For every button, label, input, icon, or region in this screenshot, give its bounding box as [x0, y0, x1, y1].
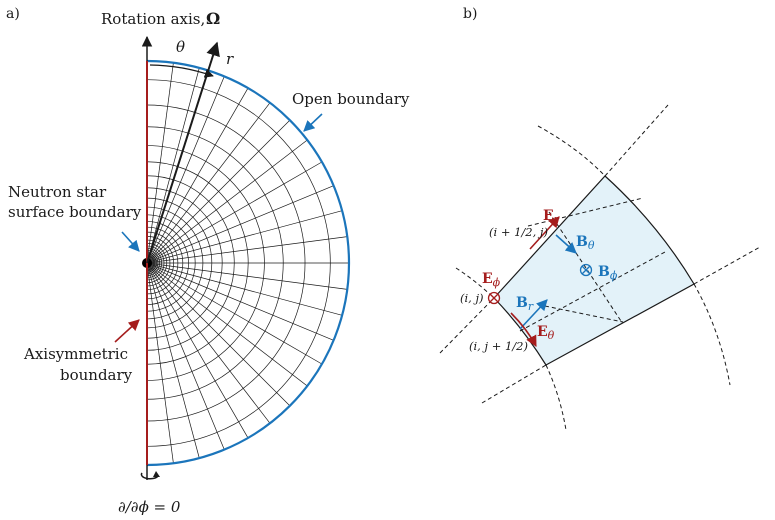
cross-circle-icon	[579, 263, 593, 277]
polar-grid	[146, 62, 349, 464]
open-boundary-arc	[146, 59, 351, 467]
panel-b-label: b)	[463, 6, 477, 22]
grid-radial-line	[146, 76, 225, 264]
er-arrow	[529, 216, 560, 250]
ephi-cross-circle-icon	[487, 291, 501, 305]
symmetry-equation: ∂/∂ϕ = 0	[118, 498, 181, 516]
grid-radial-line	[146, 262, 348, 290]
yee-cell	[493, 175, 695, 366]
grid-radial-line	[146, 262, 334, 341]
index-ihalf-j: (i + 1/2, j)	[489, 225, 548, 239]
grid-radial-line	[146, 262, 225, 450]
ns-boundary-label-line1: Neutron star	[8, 183, 107, 201]
dashed-grid-lines	[439, 104, 761, 431]
theta-label: θ	[176, 38, 185, 56]
br-label: Br	[516, 295, 534, 313]
grid-radial-line	[146, 262, 249, 439]
grid-radial-line	[146, 262, 323, 365]
btheta-label: Bθ	[576, 234, 595, 252]
grid-radial-line	[146, 262, 200, 459]
index-i-jhalf: (i, j + 1/2)	[469, 339, 528, 353]
er-label: Er	[543, 208, 560, 226]
panel-a-label: a)	[6, 6, 20, 22]
grid-radial-line	[146, 139, 308, 264]
grid-radial-line	[146, 210, 343, 264]
grid-radial-line	[146, 161, 323, 264]
btheta-arrow	[555, 234, 577, 254]
grid-radial-line	[146, 262, 308, 387]
etheta-arrow	[510, 312, 537, 347]
grid-radial-line	[146, 236, 348, 264]
grid-radial-line	[146, 262, 271, 424]
panel-a: a) Rotation axis, Ω θ r Open boundary Ne…	[6, 6, 410, 516]
ns-boundary-label-line2: surface boundary	[8, 203, 142, 221]
bphi-label: Bϕ	[598, 264, 618, 282]
grid-radial-line	[146, 262, 343, 316]
grid-radial-line	[146, 87, 249, 264]
omega-symbol: Ω	[206, 9, 220, 28]
r-arrow	[146, 41, 220, 264]
theta-arc	[149, 64, 214, 78]
rotation-arrow-icon	[140, 471, 160, 480]
index-ij: (i, j)	[460, 291, 484, 305]
open-boundary-pointer	[303, 113, 323, 132]
rotation-axis-title: Rotation axis,	[101, 10, 205, 28]
axisymmetric-pointer	[114, 319, 140, 343]
grid-radial-line	[146, 119, 291, 264]
br-arrow	[519, 299, 548, 330]
axisymmetric-label-line2: boundary	[60, 366, 133, 384]
axisymmetric-label-line1: Axisymmetric	[23, 345, 128, 363]
etheta-label: Eθ	[537, 324, 555, 342]
grid-radial-line	[146, 185, 334, 264]
grid-radial-line	[146, 67, 200, 264]
grid-radial-line	[146, 262, 291, 407]
panel-b: b) Er Bθ Bϕ	[439, 6, 761, 431]
grid-radial-line	[146, 262, 174, 464]
grid-radial-line	[146, 62, 174, 264]
open-boundary-label: Open boundary	[292, 90, 410, 108]
ephi-label: Eϕ	[482, 271, 501, 289]
ns-boundary-pointer	[121, 231, 140, 252]
r-label: r	[226, 50, 234, 68]
grid-radial-line	[146, 102, 271, 264]
